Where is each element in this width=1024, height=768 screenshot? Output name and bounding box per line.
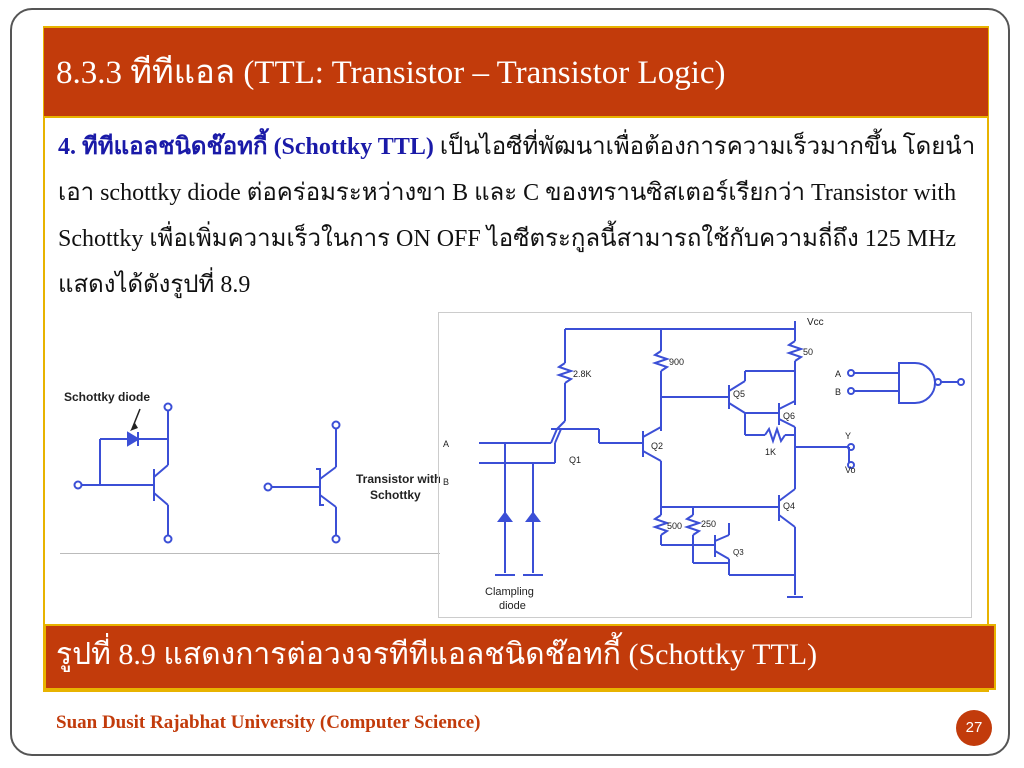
label-1k: 1K [765, 447, 776, 457]
label-output-vo: Vo [845, 465, 856, 475]
label-transistor-with: Transistor with [356, 472, 440, 486]
slide-frame [10, 8, 1010, 756]
schottky-ttl-circuit: Vcc 2.8K 900 50 1K 500 250 Q1 Q2 Q3 Q4 Q… [438, 312, 972, 618]
content-box [43, 26, 989, 692]
slide-title: 8.3.3 ทีทีแอล (TTL: Transistor – Transis… [44, 28, 988, 118]
label-q4: Q4 [783, 501, 795, 511]
label-q3: Q3 [733, 548, 744, 557]
figure-caption: รูปที่ 8.9 แสดงการต่อวงจรทีทีแอลชนิดช๊อท… [44, 624, 996, 690]
footer-text: Suan Dusit Rajabhat University (Computer… [56, 712, 481, 733]
diode-arrow [131, 408, 141, 430]
body-paragraph: 4. ทีทีแอลชนิดช๊อทกี้ (Schottky TTL) เป็… [58, 124, 978, 308]
body-text: เป็นไอซีที่พัฒนาเพื่อต้องการความเร็วมากข… [58, 134, 976, 298]
label-schottky: Schottky [370, 488, 421, 502]
body-lead: 4. ทีทีแอลชนิดช๊อทกี้ (Schottky TTL) [58, 134, 434, 160]
label-clamp-line2: diode [499, 600, 526, 612]
label-input-b: B [443, 477, 449, 487]
label-500: 500 [667, 521, 682, 531]
label-50: 50 [803, 347, 813, 357]
label-q5: Q5 [733, 389, 745, 399]
schottky-transistor-diagram: Schottky diode Transistor with Schottky [64, 390, 441, 544]
schottky-transistor-figure: Schottky diode Transistor with Schottky [60, 385, 441, 554]
label-vcc: Vcc [807, 317, 824, 328]
label-250: 250 [701, 519, 716, 529]
label-q2: Q2 [651, 441, 663, 451]
label-output-y: Y [845, 431, 851, 441]
label-q1: Q1 [569, 455, 581, 465]
label-clamp-line1: Clampling [485, 586, 534, 598]
label-900: 900 [669, 357, 684, 367]
label-schottky-diode: Schottky diode [64, 390, 150, 404]
label-gate-a: A [835, 369, 841, 379]
label-input-a: A [443, 439, 449, 449]
ttl-circuit-diagram: Vcc 2.8K 900 50 1K 500 250 Q1 Q2 Q3 Q4 Q… [443, 317, 965, 612]
page-number: 27 [956, 710, 992, 746]
label-2-8k: 2.8K [573, 369, 592, 379]
label-q6: Q6 [783, 411, 795, 421]
label-gate-b: B [835, 387, 841, 397]
